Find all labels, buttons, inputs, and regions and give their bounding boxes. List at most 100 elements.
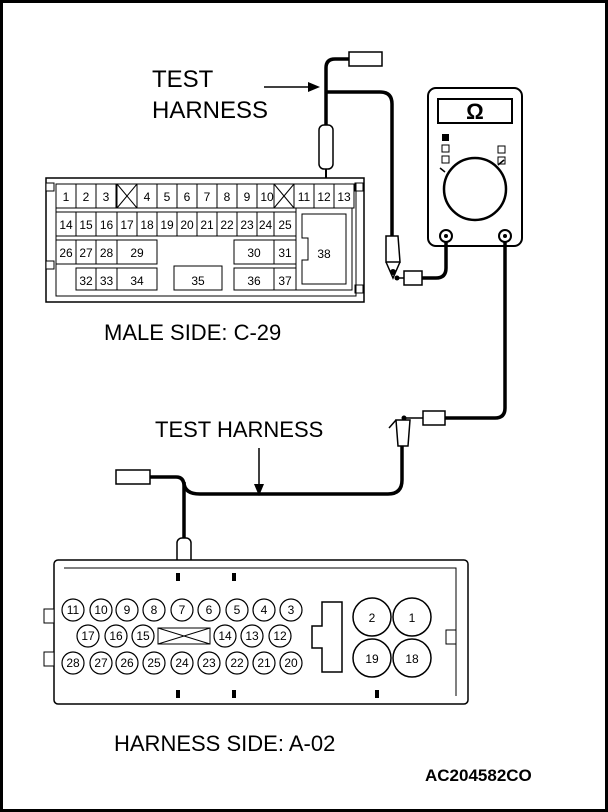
harness-pin-17: 17 xyxy=(81,629,95,643)
male-pin-20: 20 xyxy=(180,218,194,232)
male-pin-22: 22 xyxy=(220,218,234,232)
harness-pin-27: 27 xyxy=(94,656,108,670)
harness-pin-circle xyxy=(104,624,128,648)
harness-pin-circle xyxy=(170,651,194,675)
harness-pin-circle xyxy=(61,651,85,675)
harness-pin-circle xyxy=(61,598,85,622)
male-pin-3: 3 xyxy=(103,190,110,204)
harness-pin-6: 6 xyxy=(206,603,213,617)
harness-pin-circle xyxy=(240,624,264,648)
harness-pin-circle xyxy=(225,651,249,675)
male-pin-box xyxy=(173,265,223,291)
harness-pin-13: 13 xyxy=(245,629,259,643)
male-pin-32: 32 xyxy=(79,274,93,288)
mid-label-arrow-head xyxy=(254,484,264,496)
harness-pin-18: 18 xyxy=(405,652,419,666)
harness-pin-circle xyxy=(197,598,221,622)
male-pin-27: 27 xyxy=(79,246,93,260)
harness-pin-large xyxy=(352,597,392,637)
male-side-label: MALE SIDE: C-29 xyxy=(104,320,281,345)
harness-pin-26: 26 xyxy=(120,656,134,670)
male-pin-10: 10 xyxy=(260,190,274,204)
male-pin-35: 35 xyxy=(191,274,205,288)
top-label-arrow-head xyxy=(308,82,320,92)
harness-pin-20: 20 xyxy=(284,656,298,670)
male-pin-37: 37 xyxy=(278,274,292,288)
male-pin-13: 13 xyxy=(337,190,351,204)
harness-pin-large xyxy=(352,638,392,678)
harness-pin-28: 28 xyxy=(66,656,80,670)
male-pin-2: 2 xyxy=(83,190,90,204)
harness-pin-24: 24 xyxy=(175,656,189,670)
male-pin-9: 9 xyxy=(244,190,251,204)
harness-pin-12: 12 xyxy=(273,629,287,643)
harness-pin-4: 4 xyxy=(261,603,268,617)
harness-pin-large xyxy=(392,638,432,678)
harness-pin-circle xyxy=(142,598,166,622)
male-pin-34: 34 xyxy=(130,274,144,288)
male-pin-30: 30 xyxy=(247,246,261,260)
harness-pin-15: 15 xyxy=(136,629,150,643)
harness-pin-11: 11 xyxy=(67,603,80,617)
male-pin-15: 15 xyxy=(79,218,93,232)
harness-pin-circle xyxy=(170,598,194,622)
male-pin-38: 38 xyxy=(317,247,331,261)
harness-pin-7: 7 xyxy=(179,603,186,617)
harness-key-slot xyxy=(311,601,343,673)
male-pin-16: 16 xyxy=(100,218,114,232)
male-pin-28: 28 xyxy=(100,246,114,260)
male-pin-14: 14 xyxy=(59,218,73,232)
harness-pin-circle xyxy=(115,651,139,675)
male-pin-21: 21 xyxy=(200,218,214,232)
harness-pin-circle xyxy=(252,598,276,622)
test-harness-top-label-line2: HARNESS xyxy=(152,97,268,124)
harness-pin-circle xyxy=(279,651,303,675)
male-pin-8: 8 xyxy=(224,190,231,204)
male-pin-36: 36 xyxy=(247,274,261,288)
male-pin-31: 31 xyxy=(278,246,292,260)
harness-pin-large xyxy=(392,597,432,637)
harness-pin-circle xyxy=(279,598,303,622)
male-pin-11: 11 xyxy=(298,190,311,204)
male-pin-5: 5 xyxy=(164,190,171,204)
harness-pin-10: 10 xyxy=(94,603,108,617)
male-pin-23: 23 xyxy=(240,218,254,232)
male-pin-26: 26 xyxy=(59,246,73,260)
mid-test-harness xyxy=(115,419,411,600)
test-harness-mid-label: TEST HARNESS xyxy=(155,417,323,442)
male-pin-1: 1 xyxy=(63,190,70,204)
male-pin-18: 18 xyxy=(140,218,154,232)
harness-pin-circle xyxy=(89,651,113,675)
male-pin-25: 25 xyxy=(278,218,292,232)
harness-pin-25: 25 xyxy=(147,656,161,670)
harness-pin-5: 5 xyxy=(234,603,241,617)
ohm-symbol: Ω xyxy=(466,99,484,124)
figure-code: AC204582CO xyxy=(425,766,532,785)
harness-pin-8: 8 xyxy=(151,603,158,617)
meter-lead-left xyxy=(394,242,448,286)
male-pin-19: 19 xyxy=(160,218,174,232)
harness-pin-circle xyxy=(142,651,166,675)
male-pin-4: 4 xyxy=(144,190,151,204)
harness-pin-circle xyxy=(225,598,249,622)
harness-pin-circle xyxy=(213,624,237,648)
male-pin-29: 29 xyxy=(130,246,144,260)
male-pin-17: 17 xyxy=(120,218,134,232)
harness-pin-9: 9 xyxy=(124,603,131,617)
harness-pin-circle xyxy=(252,651,276,675)
harness-pin-1: 1 xyxy=(409,611,416,625)
harness-pin-14: 14 xyxy=(218,629,232,643)
harness-pin-22: 22 xyxy=(230,656,244,670)
meter-dial-knob xyxy=(442,156,508,222)
harness-pin-19: 19 xyxy=(365,652,379,666)
harness-pin-circle xyxy=(76,624,100,648)
